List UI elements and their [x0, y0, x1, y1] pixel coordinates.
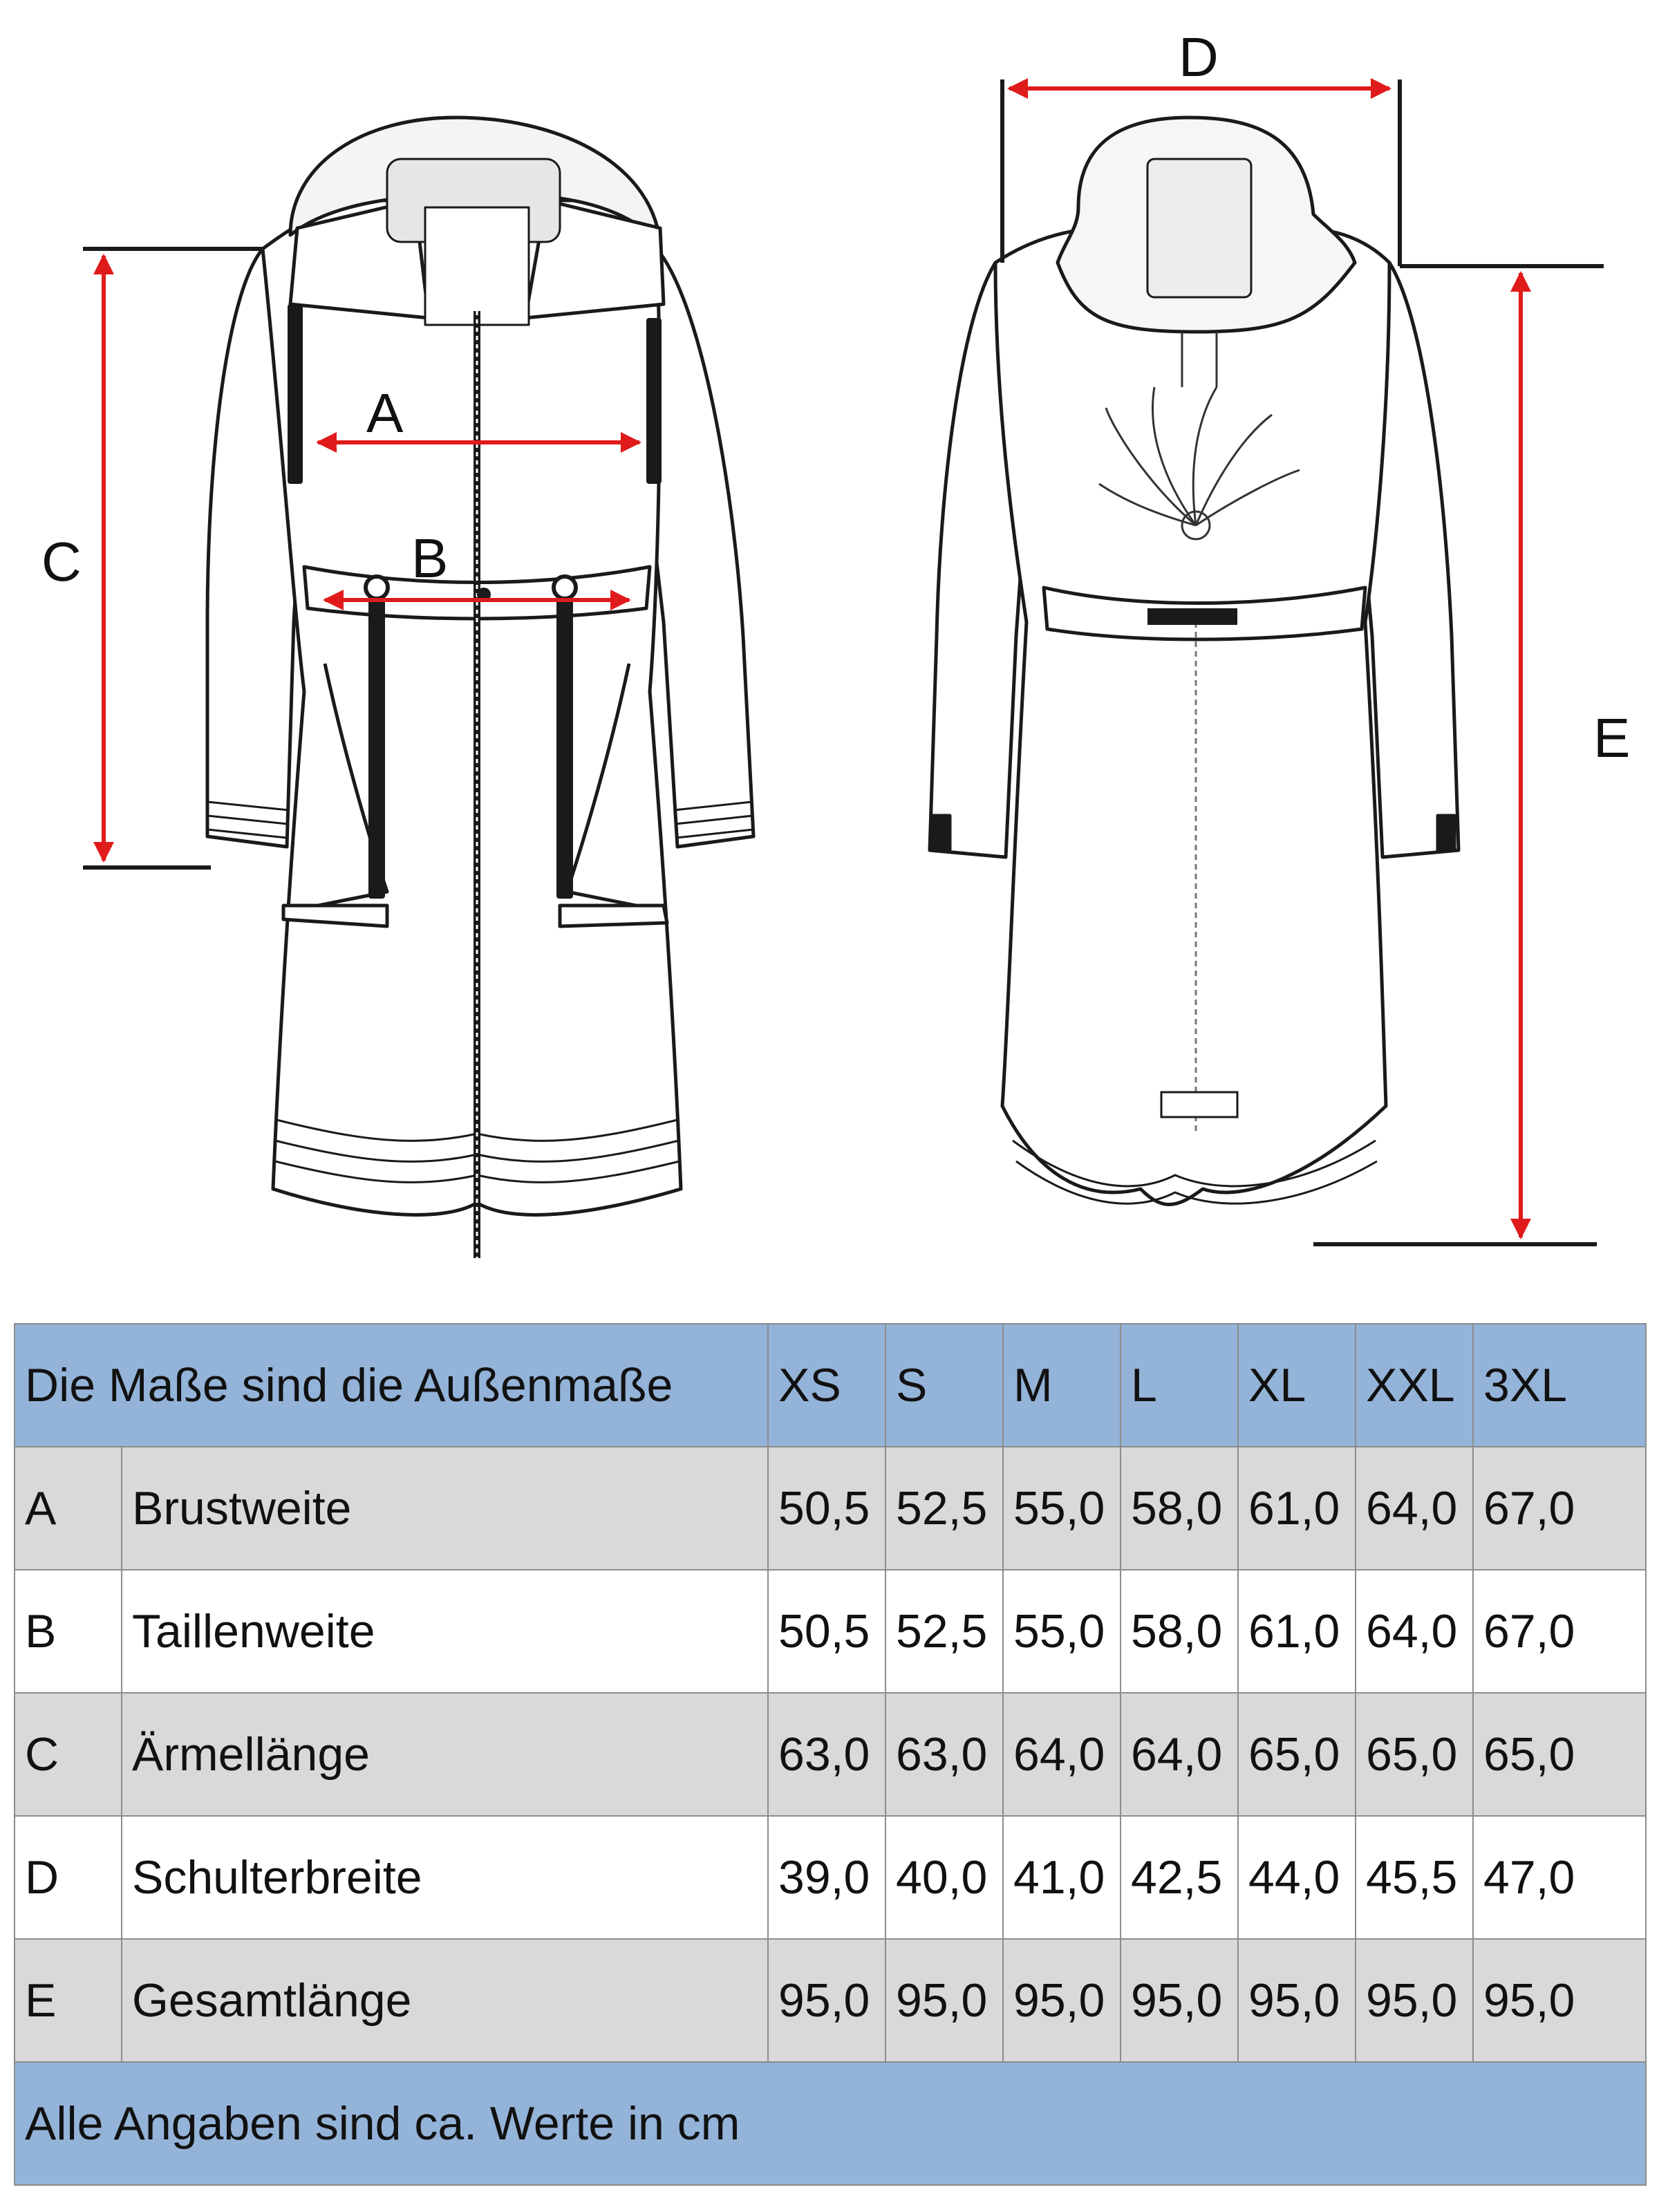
- back-embroidery: [1098, 332, 1300, 541]
- cell: 64,0: [1120, 1692, 1239, 1817]
- size-xs: XS: [767, 1323, 887, 1447]
- header-title: Die Maße sind die Außenmaße: [13, 1323, 769, 1447]
- table-row: D Schulterbreite 39,0 40,0 41,0 42,5 44,…: [14, 1815, 1647, 1940]
- cell: 50,5: [767, 1446, 887, 1571]
- cell: 95,0: [1472, 1938, 1647, 2063]
- cell: 63,0: [767, 1692, 887, 1817]
- front-jacket-illustration: [205, 115, 756, 1217]
- cell: 40,0: [885, 1815, 1004, 1940]
- cell: 52,5: [885, 1446, 1004, 1571]
- drawstrings: [288, 304, 662, 899]
- cell: 67,0: [1472, 1446, 1647, 1571]
- cell: 64,0: [1002, 1692, 1122, 1817]
- cell: 52,5: [885, 1569, 1004, 1694]
- cell: 55,0: [1002, 1446, 1122, 1571]
- cell: 47,0: [1472, 1815, 1647, 1940]
- table-header-row: Die Maße sind die Außenmaße XS S M L XL …: [13, 1323, 1647, 1447]
- cell: 44,0: [1237, 1815, 1357, 1940]
- row-name: Taillenweite: [120, 1569, 769, 1694]
- row-code: D: [14, 1815, 122, 1940]
- cell: 65,0: [1472, 1692, 1647, 1817]
- label-a: A: [366, 382, 404, 444]
- cell: 45,5: [1355, 1815, 1474, 1940]
- cell: 58,0: [1120, 1446, 1239, 1571]
- cell: 95,0: [767, 1938, 887, 2063]
- cell: 55,0: [1002, 1569, 1122, 1694]
- row-name: Schulterbreite: [120, 1815, 769, 1940]
- size-s: S: [885, 1323, 1004, 1447]
- row-code: E: [14, 1938, 122, 2063]
- cell: 50,5: [767, 1569, 887, 1694]
- cell: 95,0: [1120, 1938, 1239, 2063]
- cell: 95,0: [885, 1938, 1004, 2063]
- table-row: A Brustweite 50,5 52,5 55,0 58,0 61,0 64…: [14, 1446, 1647, 1571]
- row-name: Brustweite: [120, 1446, 769, 1571]
- cell: 67,0: [1472, 1569, 1647, 1694]
- label-b: B: [411, 527, 448, 589]
- cell: 58,0: [1120, 1569, 1239, 1694]
- cell: 42,5: [1120, 1815, 1239, 1940]
- cell: 65,0: [1355, 1692, 1474, 1817]
- cell: 64,0: [1355, 1446, 1474, 1571]
- cell: 41,0: [1002, 1815, 1122, 1940]
- row-name: Gesamtlänge: [120, 1938, 769, 2063]
- size-m: M: [1002, 1323, 1122, 1447]
- table-row: B Taillenweite 50,5 52,5 55,0 58,0 61,0 …: [14, 1569, 1647, 1694]
- table-row: E Gesamtlänge 95,0 95,0 95,0 95,0 95,0 9…: [14, 1938, 1647, 2063]
- measurement-diagram: A B C D E: [41, 26, 1630, 1258]
- cell: 63,0: [885, 1692, 1004, 1817]
- footer-note: Alle Angaben sind ca. Werte in cm: [13, 2061, 1647, 2186]
- cell: 95,0: [1355, 1938, 1474, 2063]
- size-l: L: [1120, 1323, 1239, 1447]
- cell: 95,0: [1002, 1938, 1122, 2063]
- size-xxl: XXL: [1355, 1323, 1474, 1447]
- size-chart-table: Die Maße sind die Außenmaße XS S M L XL …: [13, 1323, 1647, 2186]
- measure-lines: [83, 78, 1604, 1246]
- back-center-seam: [1147, 608, 1239, 1134]
- label-d: D: [1179, 26, 1219, 88]
- row-code: C: [14, 1692, 122, 1817]
- row-name: Ärmellänge: [120, 1692, 769, 1817]
- cell: 39,0: [767, 1815, 887, 1940]
- size-3xl: 3XL: [1472, 1323, 1647, 1447]
- label-e: E: [1593, 707, 1630, 769]
- back-jacket-illustration: [928, 115, 1461, 1206]
- cell: 65,0: [1237, 1692, 1357, 1817]
- row-code: B: [14, 1569, 122, 1694]
- size-xl: XL: [1237, 1323, 1357, 1447]
- cell: 64,0: [1355, 1569, 1474, 1694]
- cell: 61,0: [1237, 1569, 1357, 1694]
- cell: 95,0: [1237, 1938, 1357, 2063]
- table-footer-row: Alle Angaben sind ca. Werte in cm: [13, 2061, 1647, 2186]
- label-c: C: [41, 531, 82, 592]
- row-code: A: [14, 1446, 122, 1571]
- cell: 61,0: [1237, 1446, 1357, 1571]
- table-row: C Ärmellänge 63,0 63,0 64,0 64,0 65,0 65…: [14, 1692, 1647, 1817]
